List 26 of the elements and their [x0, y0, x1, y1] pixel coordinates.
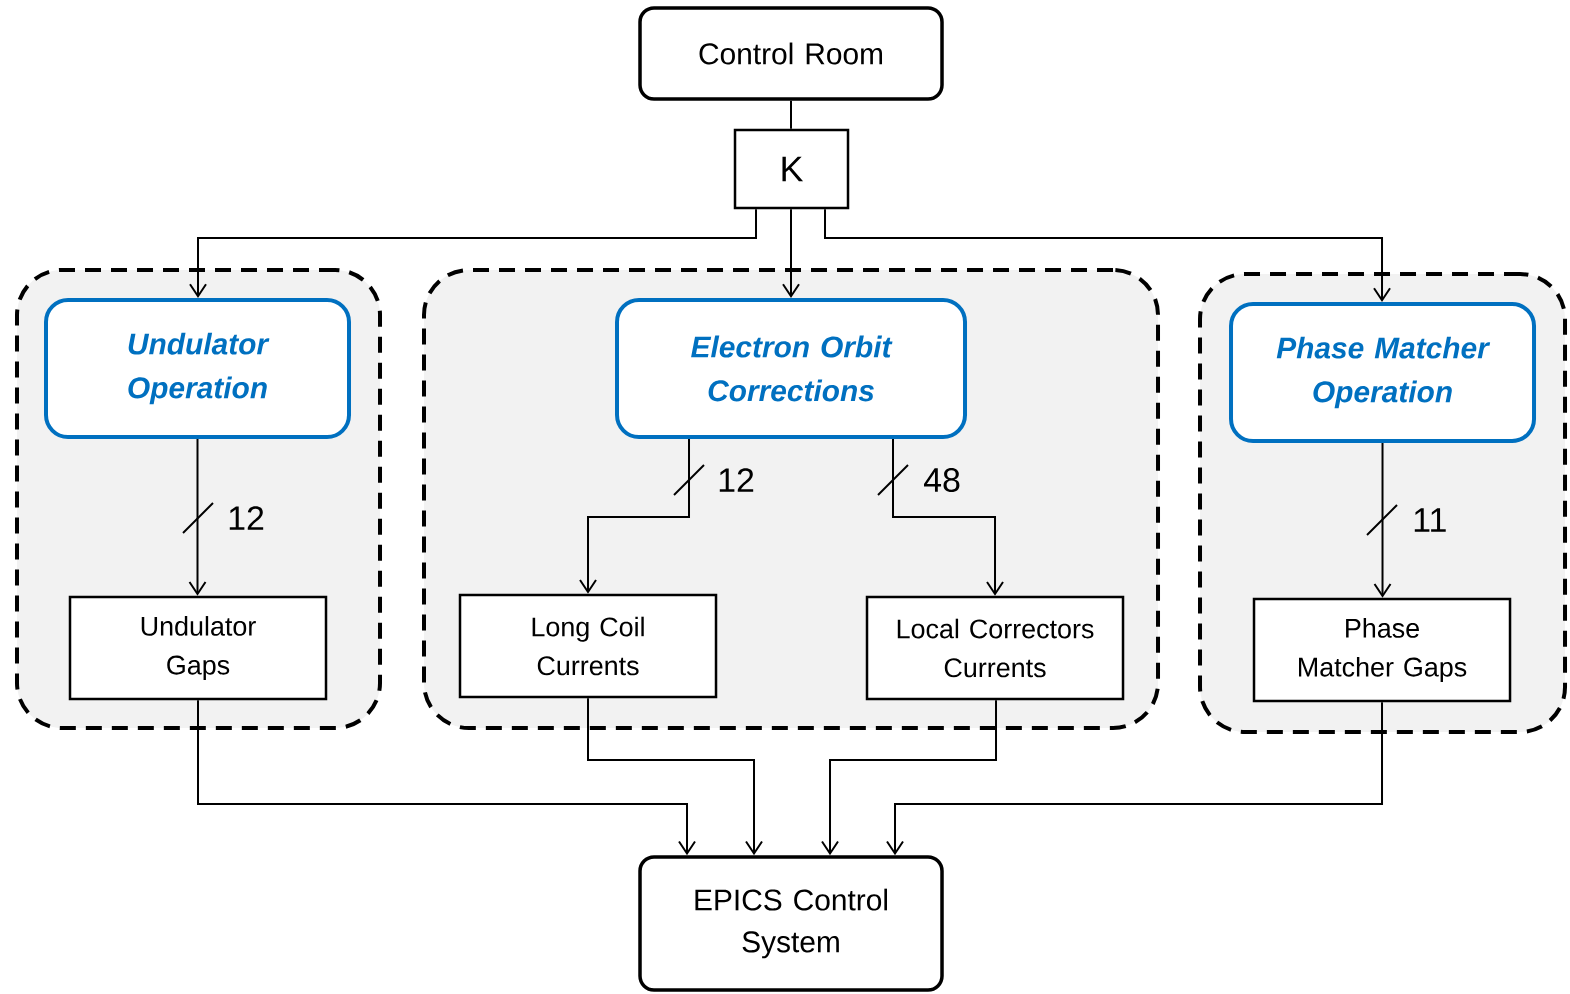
- process-box: Long Coil Currents: [458, 593, 718, 699]
- edge-label: 48: [921, 466, 963, 494]
- process-box: Local Correctors Currents: [865, 595, 1125, 701]
- edge-label: 12: [225, 504, 267, 532]
- room-box: Control Room: [638, 6, 944, 101]
- heading-box: Undulator Operation: [44, 298, 351, 439]
- room-box: EPICS Control System: [638, 855, 944, 992]
- arrow: [587, 697, 763, 856]
- process-box: Undulator Gaps: [68, 595, 328, 701]
- arrow: [579, 438, 690, 594]
- edge-label: 12: [715, 466, 757, 494]
- arrow: [821, 699, 997, 856]
- arrow: [824, 208, 1391, 302]
- process-box: Phase Matcher Gaps: [1252, 597, 1512, 703]
- arrow: [886, 701, 1383, 856]
- box: K: [733, 128, 850, 210]
- arrow: [1373, 442, 1392, 598]
- arrow: [189, 208, 757, 298]
- edge-label: 11: [1410, 506, 1450, 534]
- arrow: [188, 438, 207, 596]
- heading-box: Phase Matcher Operation: [1229, 302, 1536, 443]
- arrow: [197, 699, 696, 856]
- arrow: [892, 438, 1004, 596]
- connector-line: [790, 99, 792, 130]
- arrow: [782, 208, 800, 298]
- heading-box: Electron Orbit Corrections: [615, 298, 967, 439]
